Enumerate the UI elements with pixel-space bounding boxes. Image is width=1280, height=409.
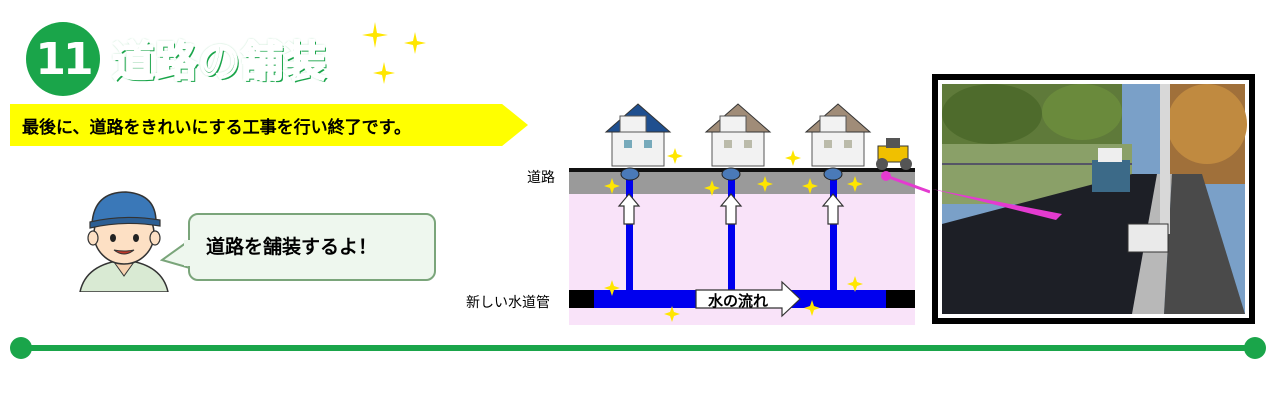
timeline-start-dot [10, 337, 32, 359]
description-banner [10, 104, 528, 146]
water-flow-arrow-icon [695, 280, 801, 318]
road-label: 道路 [527, 170, 555, 186]
house-icon [704, 103, 772, 167]
house-icon [604, 103, 672, 167]
paving-work-photo [932, 74, 1255, 324]
section-title: 道路の舗装 [111, 36, 328, 87]
speech-bubble-text: 道路を舗装するよ！ [206, 236, 378, 258]
progress-timeline [20, 345, 1256, 351]
house-icon [804, 103, 872, 167]
timeline-end-dot [1244, 337, 1266, 359]
banner-text: 最後に、道路をきれいにする工事を行い終了です。 [22, 118, 411, 138]
sparkle-icon [373, 62, 395, 84]
sparkle-icon [362, 22, 388, 48]
road-roller-icon [876, 138, 912, 170]
sparkle-icons [362, 22, 426, 84]
pipe-cross-section-diagram [569, 103, 930, 325]
water-main-label: 新しい水道管 [466, 295, 550, 311]
sparkle-icon [404, 32, 426, 54]
speech-bubble-tail-cover [184, 240, 194, 266]
worker-character-illustration [79, 191, 169, 292]
step-number-badge: 11 [26, 22, 100, 96]
water-flow-label: 水の流れ [708, 292, 769, 310]
